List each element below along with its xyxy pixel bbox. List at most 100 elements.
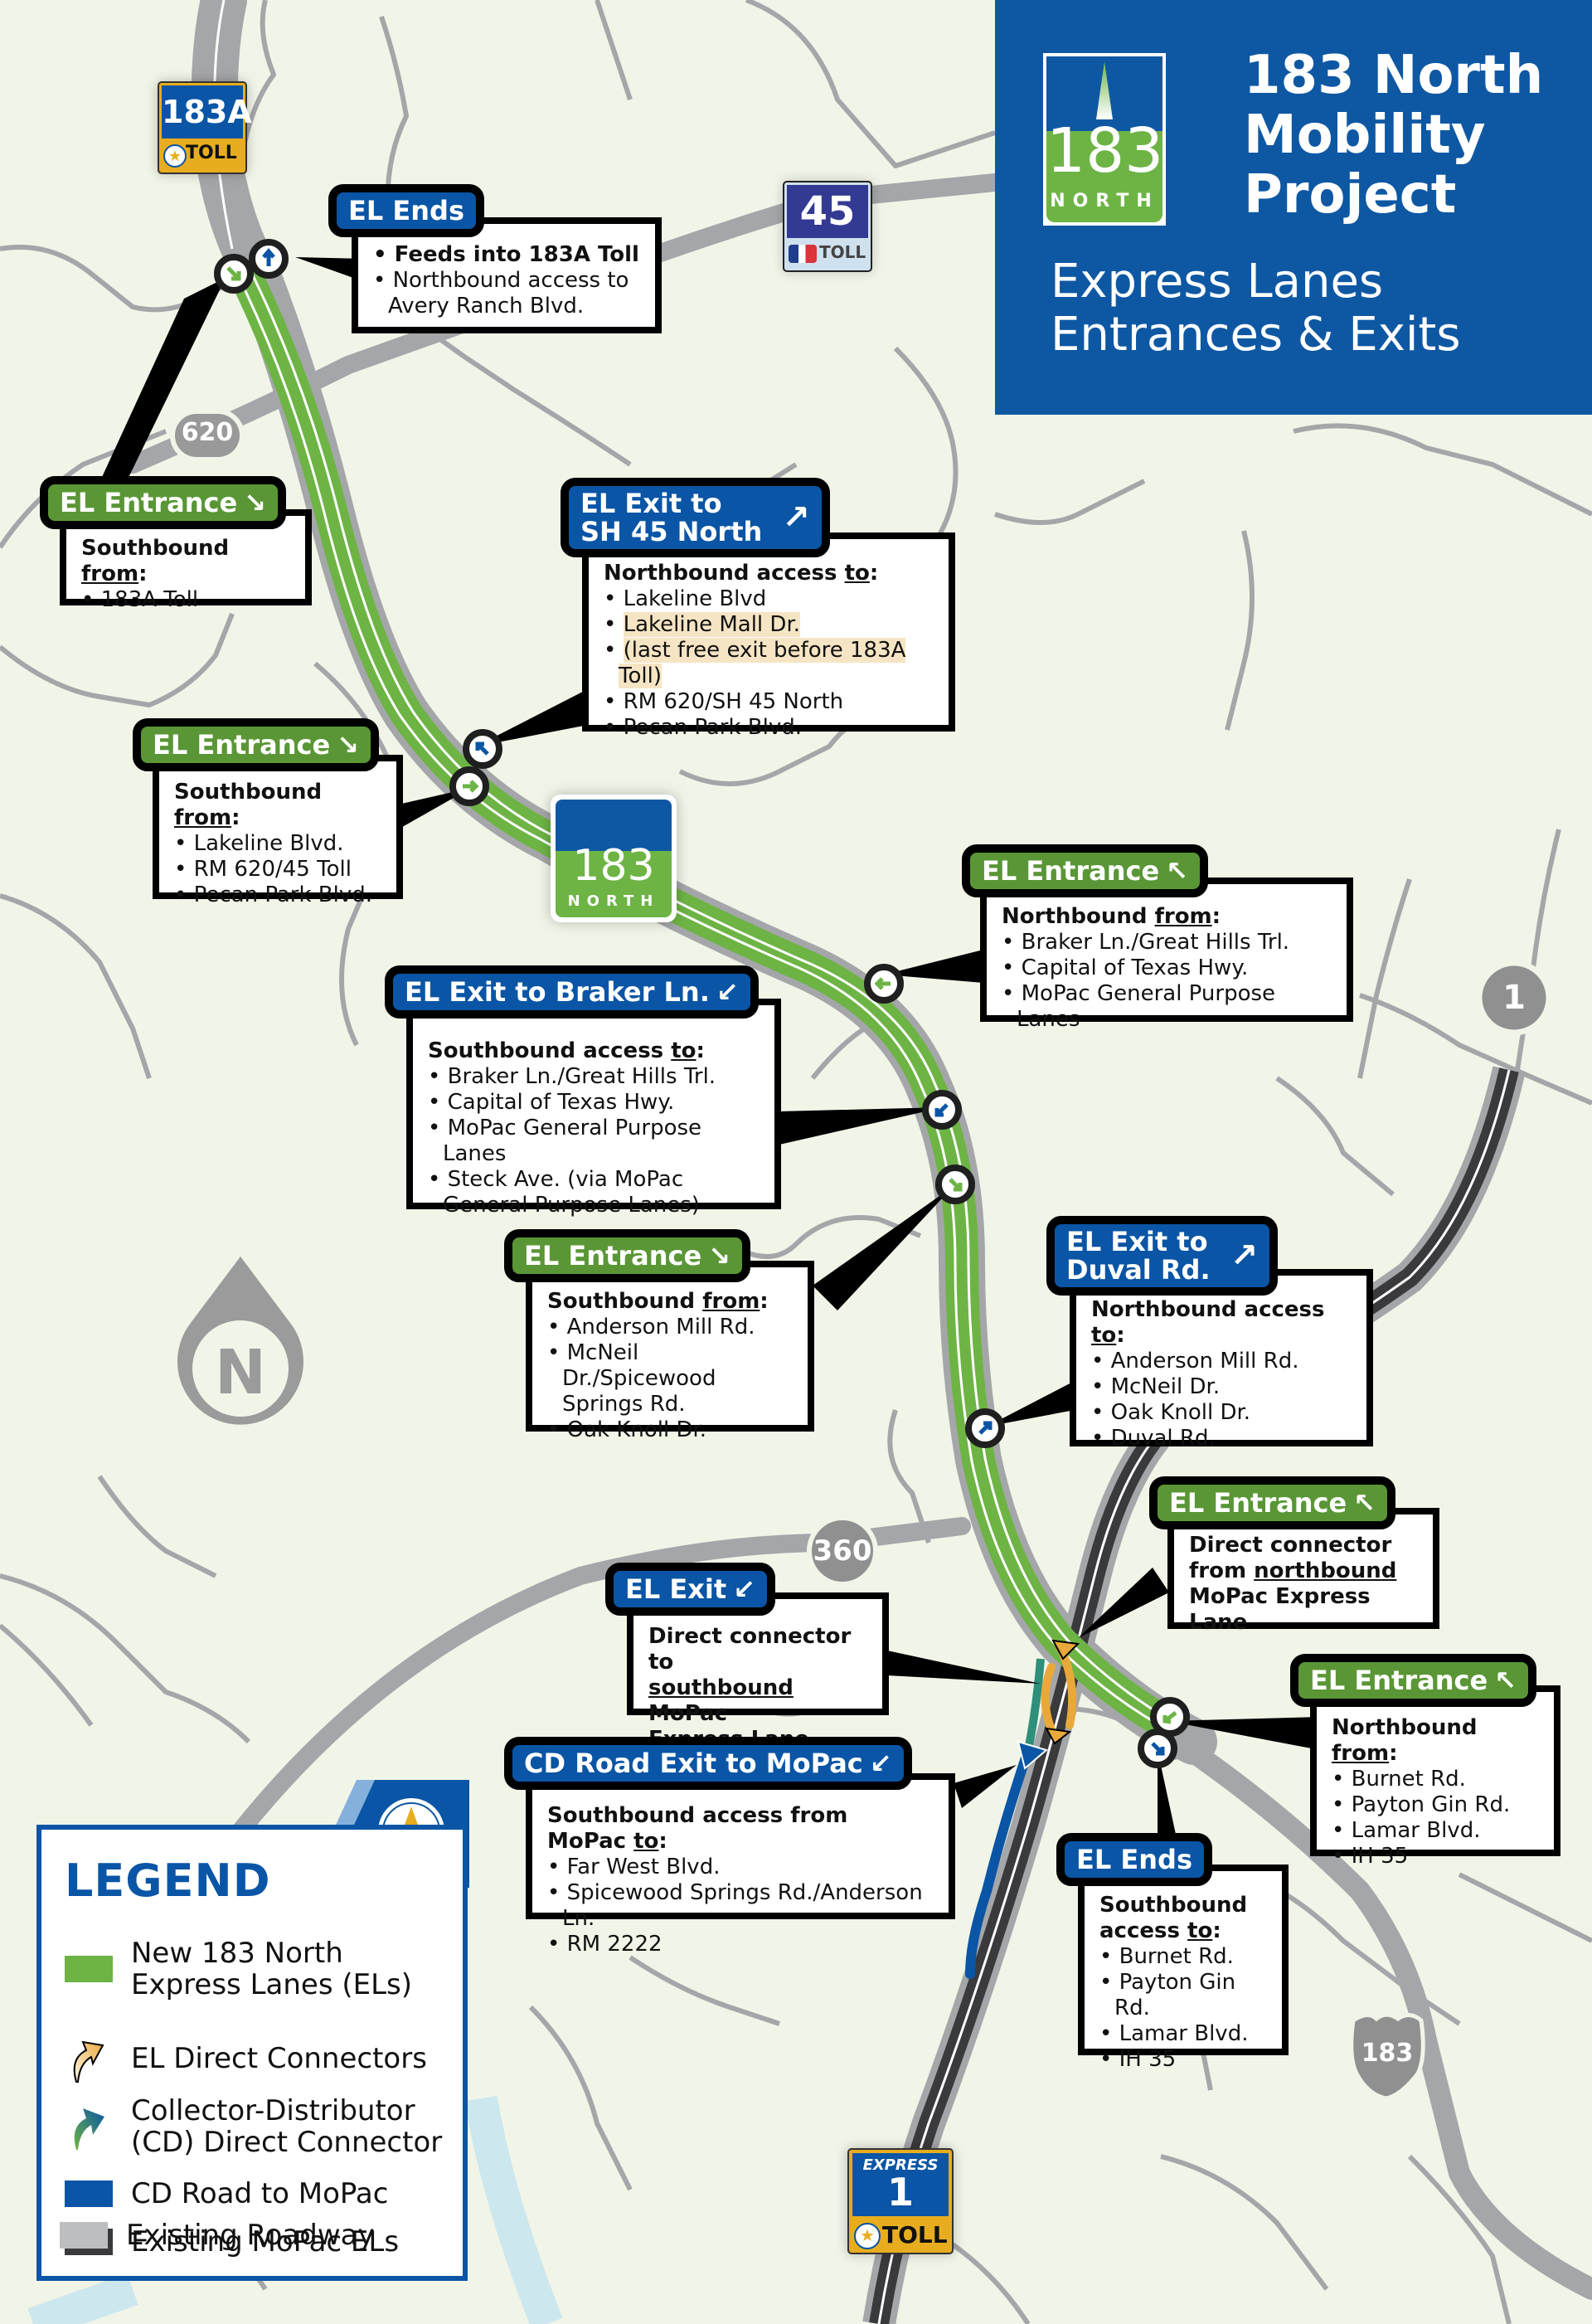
box-line: southbound MoPac — [648, 1675, 794, 1726]
orange-curved-arrow-icon — [73, 2040, 104, 2083]
el-ends-south-tag[interactable]: EL Ends — [1056, 1833, 1212, 1886]
el-entrance-anderson-tag[interactable]: EL Entrance↘ — [504, 1229, 750, 1282]
arrow-down-right-icon: ↘ — [708, 1240, 730, 1271]
cd-road-exit-tag[interactable]: CD Road Exit to MoPac↙ — [504, 1737, 912, 1790]
logo-sky — [556, 800, 672, 851]
el-entrance-burnet-tag[interactable]: EL Entrance↖ — [1290, 1654, 1536, 1707]
box-line: Direct connector — [1189, 1533, 1392, 1558]
title-panel: 183 NORTH 183 North Mobility Project Exp… — [995, 0, 1592, 415]
list-item: McNeil Dr./Spicewood Springs Rd. — [547, 1340, 793, 1417]
box-heading: Northbound access to: — [604, 561, 879, 586]
river-lines — [27, 2095, 563, 2324]
tag-label: EL Entrance — [1169, 1487, 1347, 1519]
cd-direct-connector — [1024, 1658, 1045, 1751]
box-line: Direct connector to — [648, 1624, 852, 1675]
route-620-shield — [170, 409, 245, 462]
connector-arrowhead-up — [1051, 1639, 1080, 1660]
list-item: IH 35 — [1099, 2047, 1267, 2073]
toll-star-icon: ★ — [854, 2223, 881, 2249]
texas-flag-icon — [789, 245, 817, 263]
cd-road-to-mopac — [965, 1745, 1033, 1979]
box-heading: Southbound from: — [547, 1289, 769, 1314]
express-label: EXPRESS — [862, 2156, 939, 2174]
arrow-down-right-icon: ↘ — [337, 729, 359, 761]
list-item: Capital of Texas Hwy. — [428, 1090, 760, 1116]
list-item-note: (last free exit before 183A Toll) — [604, 638, 934, 689]
sh45-toll-label: TOLL — [819, 242, 866, 262]
box-heading: Southbound from: — [174, 780, 323, 830]
list-item: RM 620/45 Toll — [174, 857, 381, 882]
box-heading: Northbound from: — [1002, 904, 1221, 929]
box-heading: Southbound access to: — [428, 1038, 705, 1063]
list-item: Steck Ave. (via MoPac General Purpose La… — [428, 1167, 760, 1218]
el-entrance-mopac-dc-tag[interactable]: EL Entrance↖ — [1149, 1476, 1395, 1529]
legend-item-cd-direct-connector: Collector-Distributor(CD) Direct Connect… — [65, 2095, 442, 2158]
list-item: Payton Gin Rd. — [1099, 1970, 1267, 2021]
el-entrance-lakeline-tag[interactable]: EL Entrance↘ — [133, 718, 379, 771]
list-item: Burnet Rd. — [1332, 1767, 1539, 1792]
el-exit-duval-tag[interactable]: EL Exit to Duval Rd. ↗ — [1046, 1216, 1279, 1296]
light-gray-swatch — [60, 2222, 108, 2249]
list-item: 183A Toll — [81, 587, 290, 613]
toll-star-icon: ★ — [163, 144, 187, 168]
tag-label: EL Entrance — [153, 729, 331, 761]
callout-pointers — [98, 257, 1320, 1850]
subtitle-line-1: Express Lanes — [1051, 255, 1384, 309]
page-subtitle: Express Lanes Entrances & Exits — [1051, 255, 1461, 362]
box-heading: Northbound access to: — [1091, 1297, 1325, 1348]
el-exit-braker-box: Southbound access to: Braker Ln./Great H… — [406, 999, 781, 1218]
el-exit-mopac-dc-tag[interactable]: EL Exit↙ — [605, 1563, 775, 1616]
list-item: McNeil Dr. — [1091, 1374, 1352, 1400]
arrow-up-right-icon: ↗ — [1230, 1237, 1259, 1275]
list-item: Oak Knoll Dr. — [1091, 1400, 1352, 1426]
183a-toll-label: TOLL — [186, 143, 237, 163]
el-exit-sh45-tag[interactable]: EL Exit to SH 45 North ↗ — [561, 478, 830, 557]
183a-toll-shield: 183A ★ TOLL — [158, 81, 252, 174]
el-exit-duval-box: Northbound access to: Anderson Mill Rd. … — [1070, 1269, 1373, 1451]
sh45-number: 45 — [787, 185, 868, 238]
el-ends-north-tag[interactable]: EL Ends — [328, 184, 484, 237]
compass-label: N — [215, 1337, 266, 1408]
express-1-number: 1 — [886, 2170, 914, 2215]
route-1-shield — [1476, 960, 1552, 1036]
arrow-up-left-icon: ↖ — [1353, 1487, 1376, 1519]
list-item: Feeds into 183A Toll — [373, 242, 640, 268]
list-item: Lamar Blvd. — [1332, 1818, 1539, 1844]
tag-label: CD Road Exit to MoPac — [524, 1748, 863, 1779]
logo-ground — [556, 851, 672, 917]
el-exit-braker-tag[interactable]: EL Exit to Braker Ln.↙ — [385, 965, 759, 1019]
legend-item-existing-roadway: Existing Roadway — [60, 2219, 375, 2251]
tag-label: EL Entrance — [1310, 1665, 1488, 1696]
list-item-highlighted: Lakeline Mall Dr. — [604, 612, 934, 638]
list-item: Lamar Blvd. — [1099, 2021, 1267, 2047]
cd-arrowhead — [1017, 1740, 1049, 1770]
list-item: Burnet Rd. — [1099, 1944, 1267, 1970]
list-item: Capital of Texas Hwy. — [1002, 955, 1332, 981]
arrow-down-right-icon: ↘ — [244, 487, 266, 518]
box-heading: access to: — [1099, 1918, 1221, 1943]
tag-label: EL Entrance — [60, 487, 238, 518]
arrow-up-left-icon: ↖ — [1494, 1665, 1517, 1696]
arrow-up-right-icon: ↗ — [782, 498, 810, 537]
list-item: RM 620/SH 45 North — [604, 689, 934, 715]
el-exit-sh45-box: Northbound access to: Lakeline Blvd Lake… — [582, 532, 955, 740]
tag-label: EL Entrance — [524, 1240, 702, 1271]
el-entrance-lakeline-box: Southbound from: Lakeline Blvd. RM 620/4… — [153, 755, 403, 907]
green-blue-curved-arrow-icon — [74, 2108, 104, 2150]
el-entrance-braker-tag[interactable]: EL Entrance↖ — [962, 844, 1208, 897]
mopac-centerline — [877, 1069, 1511, 2324]
route-360-shield — [807, 1515, 878, 1587]
new-express-lanes — [226, 258, 1177, 1740]
tag-label: EL Exit to Braker Ln. — [405, 976, 710, 1008]
list-item: Anderson Mill Rd. — [1091, 1349, 1352, 1374]
183-north-logo: 183 NORTH — [1043, 53, 1166, 226]
express-1-panel: EXPRESS 1 — [852, 2153, 949, 2216]
page-title: 183 North Mobility Project — [1244, 46, 1543, 225]
legend-item-cd-road: CD Road to MoPac — [65, 2178, 388, 2210]
el-entrance-183a-tag[interactable]: EL Entrance↘ — [40, 476, 286, 529]
list-item: Pecan Park Blvd. — [604, 715, 934, 741]
tag-label: EL Entrance — [982, 855, 1160, 887]
title-line-3: Project — [1244, 164, 1457, 226]
